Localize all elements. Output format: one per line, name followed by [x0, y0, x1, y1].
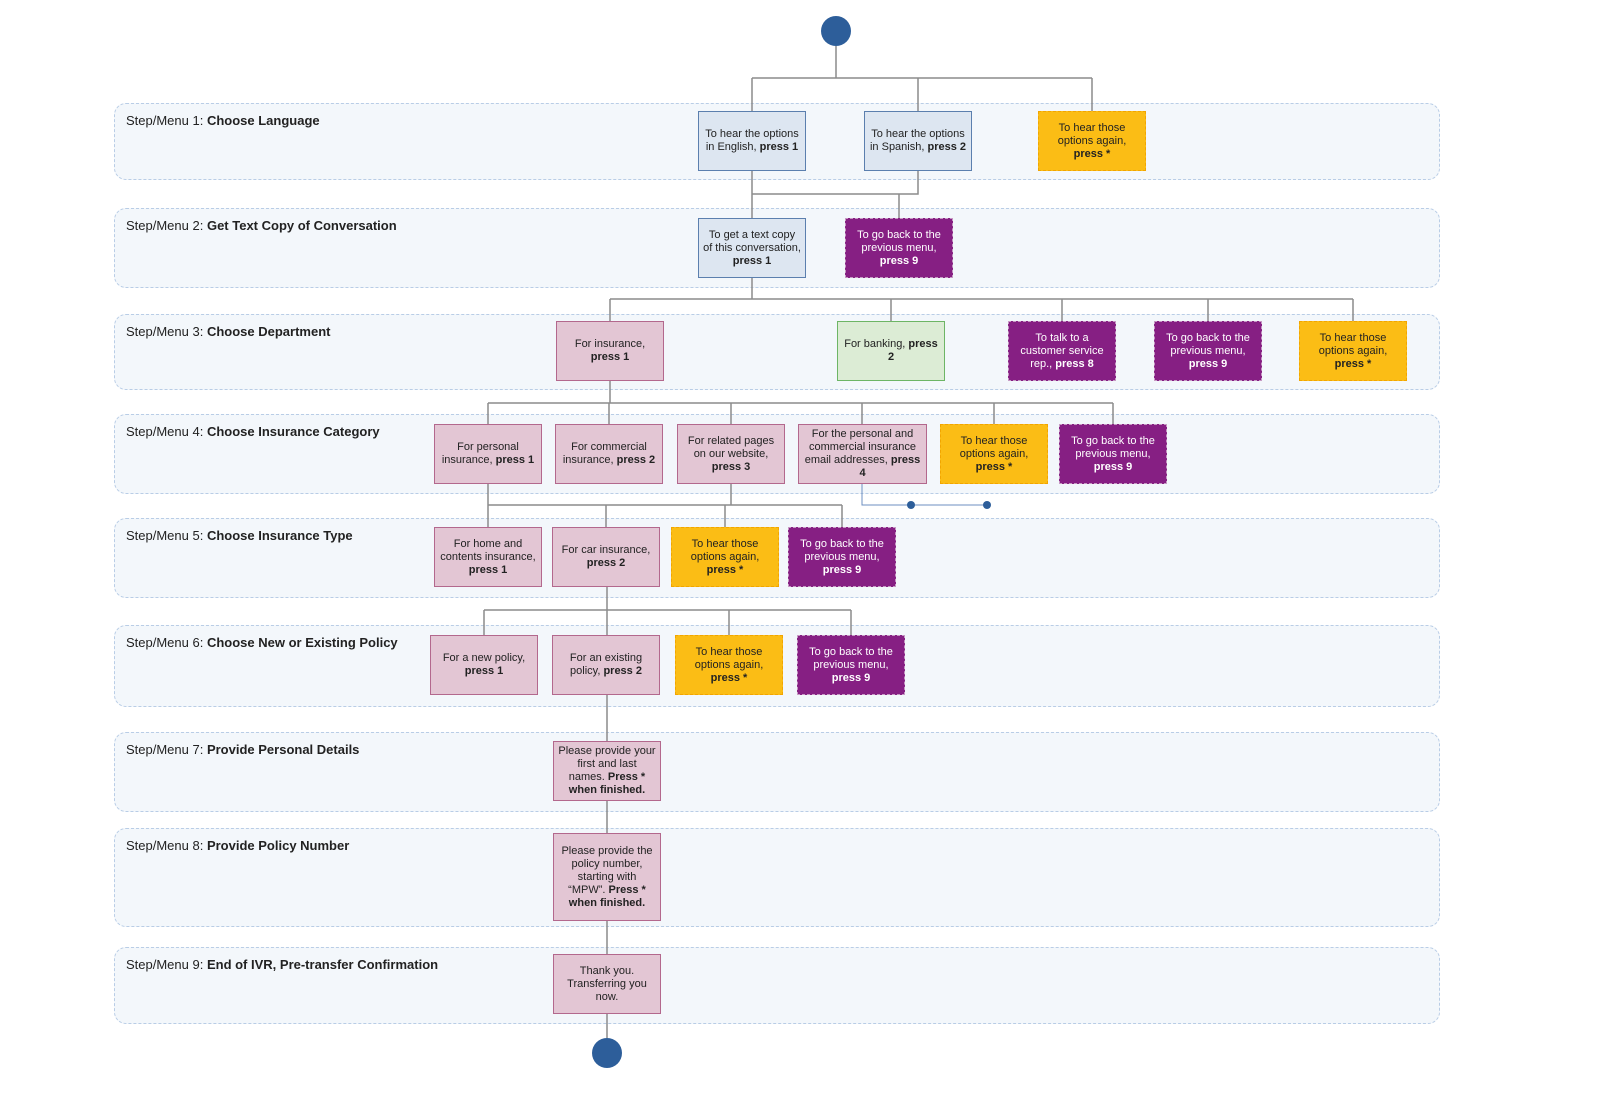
step-label-7: Step/Menu 7: Provide Personal Details	[126, 742, 360, 757]
option-banking: For banking, press 2	[837, 321, 945, 381]
option-existing-policy: For an existing policy, press 2	[552, 635, 660, 695]
step-label-5: Step/Menu 5: Choose Insurance Type	[126, 528, 353, 543]
option-repeat-step5: To hear those options again, press *	[671, 527, 779, 587]
option-repeat-step6: To hear those options again, press *	[675, 635, 783, 695]
option-english: To hear the options in English, press 1	[698, 111, 806, 171]
option-commercial-insurance: For commercial insurance, press 2	[555, 424, 663, 484]
option-text-copy: To get a text copy of this conversation,…	[698, 218, 806, 278]
step-label-1: Step/Menu 1: Choose Language	[126, 113, 320, 128]
prompt-policy-number: Please provide the policy number, starti…	[553, 833, 661, 921]
option-back-step4: To go back to the previous menu, press 9	[1059, 424, 1167, 484]
option-back-step5: To go back to the previous menu, press 9	[788, 527, 896, 587]
step-label-6: Step/Menu 6: Choose New or Existing Poli…	[126, 635, 398, 650]
option-email-addresses: For the personal and commercial insuranc…	[798, 424, 927, 484]
option-new-policy: For a new policy, press 1	[430, 635, 538, 695]
step-label-3: Step/Menu 3: Choose Department	[126, 324, 331, 339]
step-band-9: Step/Menu 9: End of IVR, Pre-transfer Co…	[114, 947, 1440, 1024]
option-repeat-step4: To hear those options again, press *	[940, 424, 1048, 484]
step-label-2: Step/Menu 2: Get Text Copy of Conversati…	[126, 218, 397, 233]
option-back-step3: To go back to the previous menu, press 9	[1154, 321, 1262, 381]
option-customer-rep: To talk to a customer service rep., pres…	[1008, 321, 1116, 381]
option-back-step2: To go back to the previous menu, press 9	[845, 218, 953, 278]
option-repeat-step1: To hear those options again, press *	[1038, 111, 1146, 171]
step-label-9: Step/Menu 9: End of IVR, Pre-transfer Co…	[126, 957, 439, 972]
option-repeat-step3: To hear those options again, press *	[1299, 321, 1407, 381]
option-personal-insurance: For personal insurance, press 1	[434, 424, 542, 484]
step-label-4: Step/Menu 4: Choose Insurance Category	[126, 424, 380, 439]
end-node	[592, 1038, 622, 1068]
prompt-transfer: Thank you. Transferring you now.	[553, 954, 661, 1014]
option-car-insurance: For car insurance, press 2	[552, 527, 660, 587]
prompt-personal-details: Please provide your first and last names…	[553, 741, 661, 801]
step-band-7: Step/Menu 7: Provide Personal Details	[114, 732, 1440, 812]
step-band-8: Step/Menu 8: Provide Policy Number	[114, 828, 1440, 927]
option-spanish: To hear the options in Spanish, press 2	[864, 111, 972, 171]
option-insurance: For insurance, press 1	[556, 321, 664, 381]
start-node	[821, 16, 851, 46]
option-home-contents: For home and contents insurance, press 1	[434, 527, 542, 587]
option-related-pages: For related pages on our website, press …	[677, 424, 785, 484]
option-back-step6: To go back to the previous menu, press 9	[797, 635, 905, 695]
step-label-8: Step/Menu 8: Provide Policy Number	[126, 838, 350, 853]
